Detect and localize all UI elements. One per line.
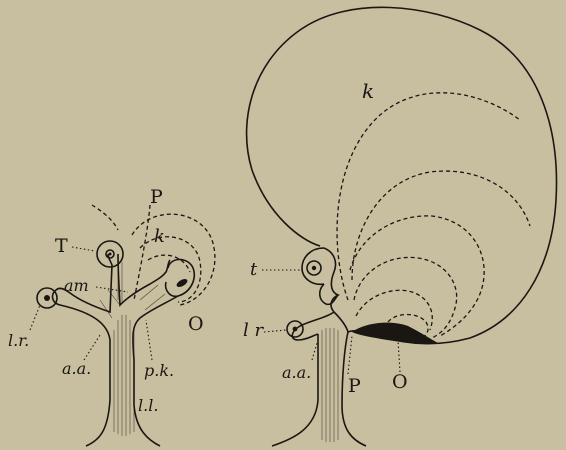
lr-bulb-left-dot: [44, 295, 50, 301]
left-label-O: O: [188, 313, 204, 335]
right-label-O: O: [392, 371, 408, 393]
right-label-P: P: [348, 375, 361, 397]
left-label-aa: a.a.: [62, 359, 91, 378]
left-label-am: am: [64, 276, 89, 295]
right-label-aa: a.a.: [282, 363, 311, 382]
left-label-pk: p.k.: [144, 361, 174, 380]
right-label-k: k: [362, 79, 374, 103]
left-label-T: T: [55, 235, 68, 257]
T-bulb-dot: [109, 253, 112, 256]
t-bulb-dot: [312, 266, 316, 270]
left-label-k: k: [154, 226, 165, 247]
left-label-lr: l.r.: [8, 331, 29, 350]
right-label-lr: l r: [243, 320, 264, 341]
left-label-P: P: [150, 186, 163, 208]
right-label-t: t: [250, 259, 258, 280]
lr-bulb-right-dot: [293, 327, 298, 332]
left-label-ll: l.l.: [138, 396, 158, 415]
